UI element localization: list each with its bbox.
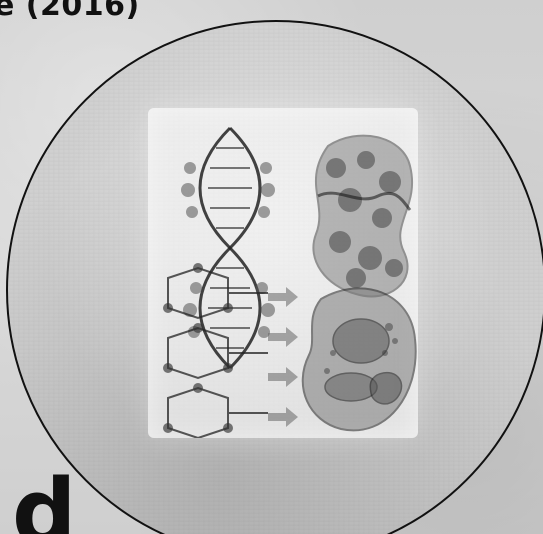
cell-diagram (303, 288, 416, 430)
year-caption: e (2016) (0, 0, 140, 23)
biology-panel (148, 108, 418, 438)
large-letter: d (12, 468, 68, 534)
biology-illustration (148, 108, 418, 438)
circular-illustration-frame (6, 20, 543, 534)
protein-structure (313, 136, 412, 297)
